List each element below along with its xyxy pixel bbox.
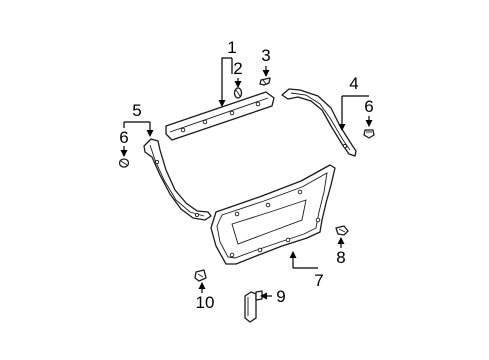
leader-lines [120,57,373,300]
callout-5: 5 [132,101,141,120]
upper-garnish-part [165,91,275,141]
callout-3: 3 [261,46,270,65]
callout-10: 10 [196,293,215,312]
clip-part-3 [259,77,271,86]
callout-labels: 1 2 3 4 5 6 6 7 8 9 10 [119,38,373,312]
clip-part-6-right [363,129,375,139]
callout-7: 7 [314,271,323,290]
callout-9: 9 [276,287,285,306]
back-door-trim-panel-part [210,164,336,265]
callout-1: 1 [227,38,236,57]
callout-2: 2 [233,59,242,78]
clip-part-8 [335,225,349,236]
callout-8: 8 [336,248,345,267]
callout-4: 4 [349,74,358,93]
bracket-part-9 [244,290,263,323]
callout-6-right: 6 [364,97,373,116]
callout-6-left: 6 [119,128,128,147]
right-side-garnish-part [281,88,357,157]
clip-part-10 [194,269,207,282]
clip-part-2 [233,87,243,99]
clip-part-6-left [118,158,130,168]
left-side-garnish-part [143,138,212,221]
